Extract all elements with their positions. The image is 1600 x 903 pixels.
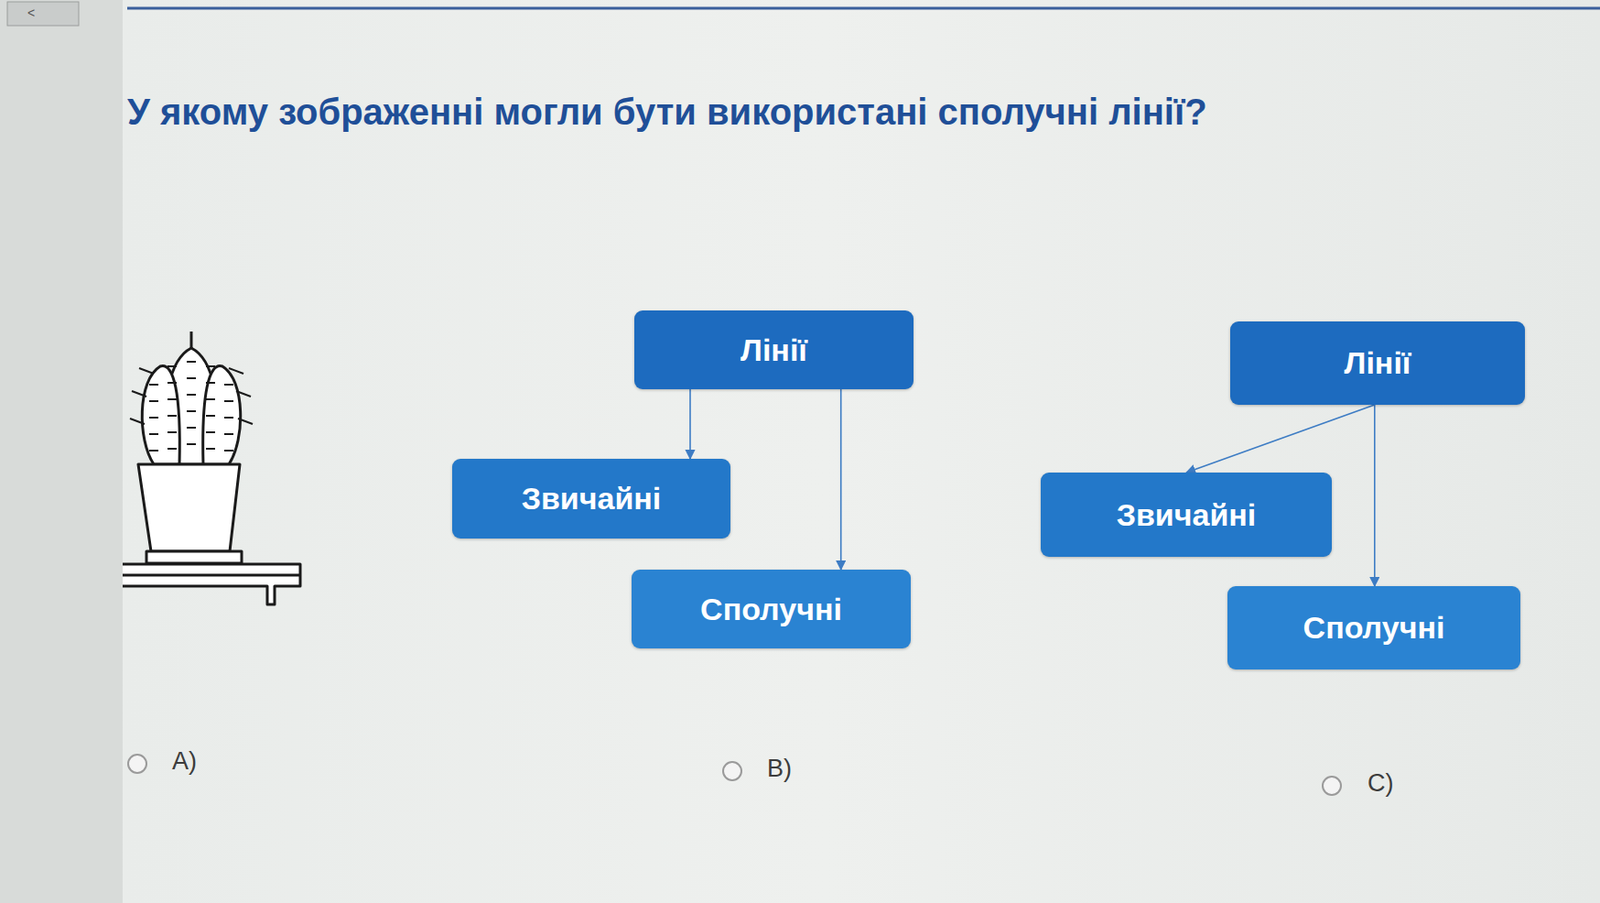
concept-box: Лінії bbox=[634, 310, 914, 390]
option-label: A) bbox=[172, 746, 197, 776]
option-label: C) bbox=[1367, 768, 1395, 798]
back-button-label: < bbox=[27, 5, 35, 21]
option-label: B) bbox=[767, 754, 792, 783]
radio-buttons bbox=[128, 754, 1341, 795]
top-rule bbox=[127, 7, 1600, 11]
concept-box: Лінії bbox=[1230, 321, 1525, 405]
concept-box: Звичайні bbox=[452, 458, 731, 539]
box-label: Сполучні bbox=[1303, 609, 1446, 646]
concept-box: Сполучні bbox=[631, 569, 911, 649]
concept-box: Звичайні bbox=[1040, 472, 1332, 557]
box-label: Лінії bbox=[1344, 345, 1412, 381]
side-strip bbox=[0, 0, 123, 903]
box-label: Звичайні bbox=[1116, 497, 1257, 533]
connector-arrow bbox=[689, 389, 692, 459]
connector-arrow bbox=[840, 389, 843, 570]
concept-box: Сполучні bbox=[1227, 585, 1521, 670]
cactus-illustration bbox=[122, 331, 301, 605]
box-label: Звичайні bbox=[521, 480, 662, 517]
back-button bbox=[7, 1, 79, 26]
connector-arrow bbox=[1373, 404, 1376, 586]
question-title: У якому зображенні могли бути використан… bbox=[127, 91, 1208, 133]
box-label: Лінії bbox=[740, 332, 808, 368]
cactus-spines bbox=[129, 361, 253, 451]
box-label: Сполучні bbox=[700, 591, 843, 628]
connector-arrow bbox=[1186, 404, 1375, 473]
